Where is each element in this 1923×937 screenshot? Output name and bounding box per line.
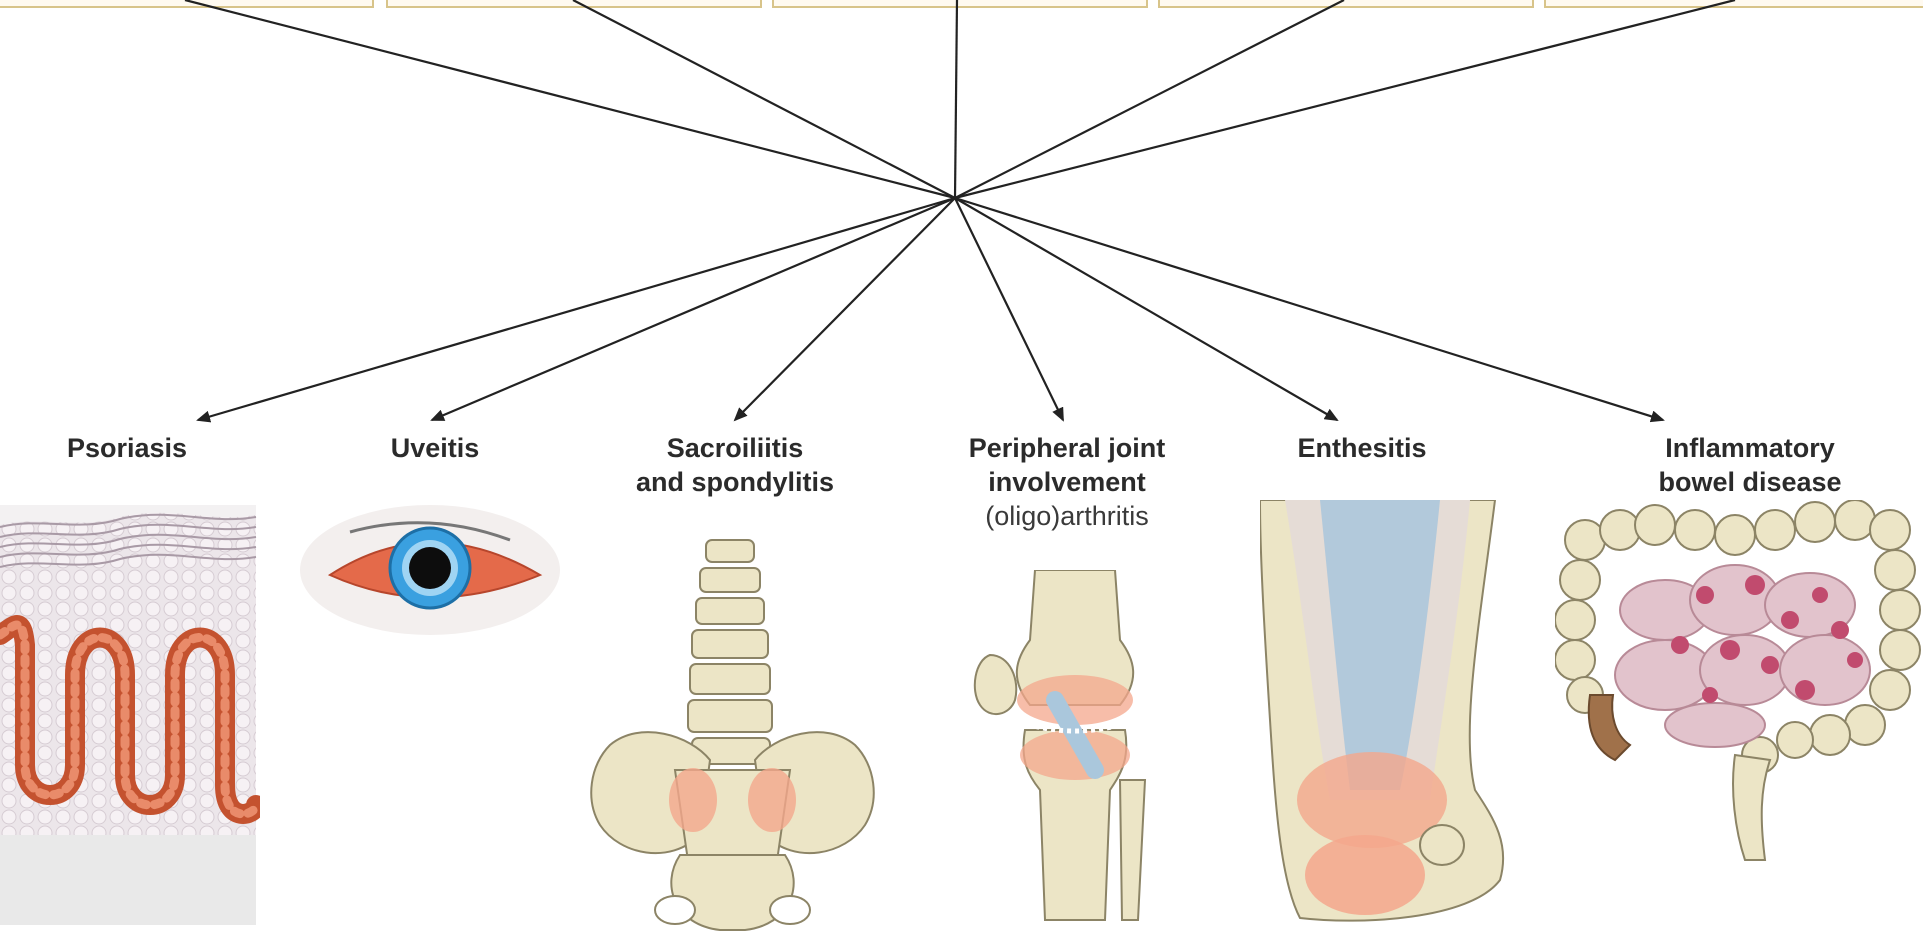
heel-tendon-icon (1260, 500, 1510, 925)
incoming-line (185, 0, 955, 198)
label-line: Psoriasis (67, 431, 187, 465)
label-enthesitis: Enthesitis (1297, 431, 1426, 465)
label-subtitle: (oligo)arthritis (969, 499, 1166, 533)
label-line: bowel disease (1658, 465, 1841, 499)
skin-section-icon (0, 505, 260, 925)
label-line: and spondylitis (636, 465, 834, 499)
label-ibd: Inflammatory bowel disease (1658, 431, 1841, 499)
label-psoriasis: Psoriasis (67, 431, 187, 465)
incoming-line (573, 0, 955, 198)
spine-pelvis-icon (580, 535, 885, 935)
inflamed-eye-icon (300, 500, 570, 640)
label-uveitis: Uveitis (391, 431, 480, 465)
arrow-to-peripheral-joint (955, 198, 1063, 420)
incoming-line (955, 0, 1344, 198)
arrow-to-uveitis (432, 198, 955, 420)
label-line: Peripheral joint (969, 431, 1166, 465)
label-sacroiliitis: Sacroiliitis and spondylitis (636, 431, 834, 499)
knee-joint-icon (960, 570, 1170, 930)
incoming-line (955, 0, 1735, 198)
label-line: Enthesitis (1297, 431, 1426, 465)
arrow-to-enthesitis (955, 198, 1337, 420)
label-line: involvement (969, 465, 1166, 499)
label-peripheral-joint: Peripheral joint involvement (oligo)arth… (969, 431, 1166, 533)
label-line: Uveitis (391, 431, 480, 465)
arrow-to-psoriasis (198, 198, 955, 420)
label-line: Inflammatory (1658, 431, 1841, 465)
intestine-icon (1555, 500, 1923, 870)
arrow-to-ibd (955, 198, 1663, 420)
incoming-line (955, 0, 957, 198)
label-line: Sacroiliitis (636, 431, 834, 465)
